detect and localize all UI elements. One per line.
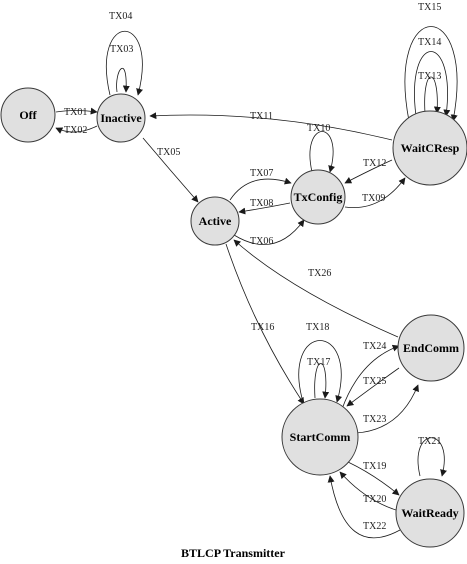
edge-label-tx22: TX22	[363, 521, 386, 532]
edge-tx05	[142, 137, 199, 203]
state-inactive: Inactive	[96, 93, 146, 143]
state-active-label: Active	[199, 214, 232, 228]
edge-label-tx16: TX16	[251, 322, 274, 333]
edge-tx09	[344, 177, 406, 209]
edge-label-tx14: TX14	[418, 37, 441, 48]
edge-label-tx06: TX06	[250, 236, 273, 247]
edge-label-tx24: TX24	[363, 341, 386, 352]
edge-label-tx15: TX15	[418, 2, 441, 13]
edge-tx19	[347, 461, 400, 496]
edge-label-tx18: TX18	[306, 322, 329, 333]
edge-tx17	[314, 363, 330, 399]
edge-label-tx21: TX21	[418, 436, 441, 447]
edge-tx26	[233, 239, 399, 338]
state-startcomm: StartComm	[281, 398, 359, 476]
state-off: Off	[0, 87, 56, 143]
edge-tx16	[225, 243, 305, 405]
state-waitcresp-label: WaitCResp	[401, 141, 460, 155]
edge-tx23	[355, 384, 419, 434]
edge-label-tx10: TX10	[307, 123, 330, 134]
edge-label-tx08: TX08	[250, 198, 273, 209]
edge-tx24	[341, 344, 400, 410]
edge-label-tx17: TX17	[307, 357, 330, 368]
edge-label-tx03: TX03	[110, 44, 133, 55]
edge-tx06	[233, 219, 305, 245]
edge-label-tx19: TX19	[363, 461, 386, 472]
diagram-caption: BTLCP Transmitter	[181, 546, 286, 560]
edge-tx13	[424, 76, 441, 114]
state-inactive-label: Inactive	[100, 111, 142, 125]
state-off-label: Off	[19, 108, 37, 122]
edge-tx14	[414, 51, 451, 117]
state-waitready-label: WaitReady	[401, 506, 458, 520]
state-waitready: WaitReady	[395, 478, 465, 548]
edge-label-tx25: TX25	[363, 376, 386, 387]
state-waitcresp: WaitCResp	[392, 110, 467, 186]
edge-label-tx23: TX23	[363, 414, 386, 425]
edge-tx18	[298, 340, 343, 403]
edge-label-tx20: TX20	[363, 494, 386, 505]
edge-tx11	[149, 112, 393, 141]
edge-tx15	[404, 26, 458, 122]
edge-label-tx09: TX09	[362, 193, 385, 204]
edge-label-tx05: TX05	[157, 147, 180, 158]
state-endcomm: EndComm	[397, 314, 465, 382]
edge-label-tx04: TX04	[109, 11, 132, 22]
edge-tx25	[346, 367, 400, 407]
edge-label-tx02: TX02	[64, 125, 87, 136]
edge-tx12	[344, 159, 393, 184]
edge-tx07	[229, 177, 292, 201]
state-endcomm-label: EndComm	[403, 341, 459, 355]
edge-tx08	[238, 202, 291, 215]
edge-tx02	[55, 125, 98, 134]
edge-tx21	[417, 437, 447, 477]
state-txconfig-label: TxConfig	[294, 190, 343, 204]
edge-label-tx12: TX12	[363, 158, 386, 169]
edge-tx03	[116, 67, 130, 93]
edge-tx01	[55, 107, 98, 115]
state-active: Active	[190, 196, 240, 246]
edge-tx10	[309, 131, 336, 173]
edge-label-tx07: TX07	[250, 168, 273, 179]
edge-label-tx13: TX13	[418, 71, 441, 82]
state-startcomm-label: StartComm	[290, 430, 351, 444]
edge-label-tx01: TX01	[64, 107, 87, 118]
edge-label-tx11: TX11	[250, 111, 273, 122]
edge-tx20	[339, 471, 397, 511]
edge-tx22	[327, 475, 401, 539]
edge-tx04	[105, 30, 143, 96]
edge-label-tx26: TX26	[308, 268, 331, 279]
state-txconfig: TxConfig	[290, 169, 346, 225]
